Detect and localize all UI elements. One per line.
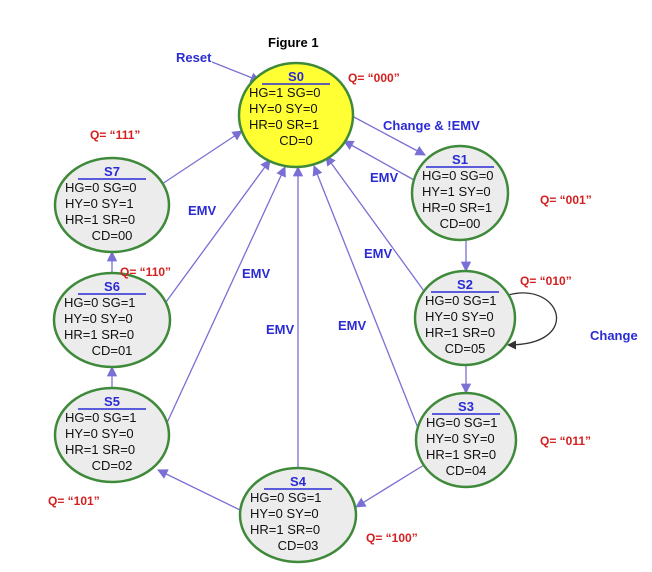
transition-s3-to-s0-label: EMV bbox=[338, 318, 367, 333]
state-s0-output-3: CD=0 bbox=[279, 133, 313, 148]
state-s7-circle bbox=[53, 156, 171, 254]
state-s6-output-3: CD=01 bbox=[92, 343, 133, 358]
transition-s0-to-s1 bbox=[351, 115, 426, 156]
state-s5-output-3: CD=02 bbox=[92, 458, 133, 473]
state-s6-output-0: HG=0 SG=1 bbox=[64, 295, 136, 310]
state-s2-name: S2 bbox=[457, 277, 473, 292]
transition-s2-to-s0-label: EMV bbox=[364, 246, 393, 261]
reset-arrow bbox=[211, 61, 261, 83]
state-s6-output-2: HR=1 SR=0 bbox=[64, 327, 134, 342]
transition-s1-to-s0-label: EMV bbox=[370, 170, 399, 185]
state-s1-output-1: HY=1 SY=0 bbox=[422, 184, 491, 199]
state-s0-output-2: HR=0 SR=1 bbox=[249, 117, 319, 132]
state-s6-q-label: Q= “110” bbox=[120, 265, 171, 279]
transition-s6-to-s0-label: EMV bbox=[188, 203, 217, 218]
state-s2-circle bbox=[413, 269, 517, 367]
state-s4-circle bbox=[238, 466, 358, 564]
state-s7-q-label: Q= “111” bbox=[90, 128, 140, 142]
state-s4-q-label: Q= “100” bbox=[366, 531, 418, 545]
transition-s3-to-s4 bbox=[355, 464, 425, 508]
state-s2-output-1: HY=0 SY=0 bbox=[425, 309, 494, 324]
state-s3-output-1: HY=0 SY=0 bbox=[426, 431, 495, 446]
transition-s1-to-s0 bbox=[343, 140, 415, 181]
state-s5-output-1: HY=0 SY=0 bbox=[65, 426, 134, 441]
transition-s5-to-s0 bbox=[165, 166, 286, 426]
state-s2-output-3: CD=05 bbox=[445, 341, 486, 356]
state-s3-circle bbox=[414, 391, 518, 489]
state-s3-output-3: CD=04 bbox=[446, 463, 487, 478]
state-s0-q-label: Q= “000” bbox=[348, 71, 400, 85]
transition-s2-to-s2-label: Change bbox=[590, 328, 638, 343]
state-s2-output-0: HG=0 SG=1 bbox=[425, 293, 497, 308]
state-s7-output-2: HR=1 SR=0 bbox=[65, 212, 135, 227]
transition-s2-to-s2 bbox=[504, 292, 558, 350]
transition-layer bbox=[106, 115, 558, 511]
state-s3-output-2: HR=1 SR=0 bbox=[426, 447, 496, 462]
state-s2-q-label: Q= “010” bbox=[520, 274, 572, 288]
state-s7-name: S7 bbox=[104, 164, 120, 179]
state-s5-output-2: HR=1 SR=0 bbox=[65, 442, 135, 457]
state-s6-output-1: HY=0 SY=0 bbox=[64, 311, 133, 326]
state-s0-circle bbox=[237, 61, 355, 169]
figure-title: Figure 1 bbox=[268, 35, 319, 50]
transition-s6-to-s0 bbox=[165, 159, 271, 303]
state-s5-output-0: HG=0 SG=1 bbox=[65, 410, 137, 425]
state-s2-output-2: HR=1 SR=0 bbox=[425, 325, 495, 340]
transition-s4-to-s5 bbox=[157, 469, 241, 511]
state-s5-q-label: Q= “101” bbox=[48, 494, 100, 508]
state-s0-output-1: HY=0 SY=0 bbox=[249, 101, 318, 116]
state-s4-name: S4 bbox=[290, 474, 307, 489]
state-s7-output-0: HG=0 SG=0 bbox=[65, 180, 137, 195]
state-s1-circle bbox=[410, 144, 510, 242]
state-s4-output-3: CD=03 bbox=[278, 538, 319, 553]
state-s0-name: S0 bbox=[288, 69, 304, 84]
state-s1-output-2: HR=0 SR=1 bbox=[422, 200, 492, 215]
state-s7-output-3: CD=00 bbox=[92, 228, 133, 243]
state-s3-name: S3 bbox=[458, 399, 474, 414]
reset-label: Reset bbox=[176, 50, 212, 65]
transition-label-layer: Change & !EMV EMV Change EMV EMV EMV EMV EMV bbox=[188, 118, 638, 343]
state-s4-output-1: HY=0 SY=0 bbox=[250, 506, 319, 521]
state-s7-output-1: HY=0 SY=1 bbox=[65, 196, 134, 211]
state-s3-output-0: HG=0 SG=1 bbox=[426, 415, 498, 430]
state-s3-q-label: Q= “011” bbox=[540, 434, 591, 448]
transition-s4-to-s0-label: EMV bbox=[266, 322, 295, 337]
transition-s3-to-s0 bbox=[312, 165, 419, 429]
state-s1-q-label: Q= “001” bbox=[540, 193, 592, 207]
state-s0-output-0: HG=1 SG=0 bbox=[249, 85, 321, 100]
state-s5-name: S5 bbox=[104, 394, 120, 409]
transition-s2-to-s0 bbox=[325, 155, 425, 292]
transition-s0-to-s1-label: Change & !EMV bbox=[383, 118, 480, 133]
state-s6-name: S6 bbox=[104, 279, 120, 294]
state-s1-name: S1 bbox=[452, 152, 468, 167]
transition-s7-to-s0 bbox=[161, 130, 243, 185]
state-s4-output-0: HG=0 SG=1 bbox=[250, 490, 322, 505]
state-s1-output-3: CD=00 bbox=[440, 216, 481, 231]
transition-s5-to-s0-label: EMV bbox=[242, 266, 271, 281]
state-s1-output-0: HG=0 SG=0 bbox=[422, 168, 494, 183]
state-s5-circle bbox=[53, 386, 171, 484]
state-s6-circle bbox=[52, 271, 172, 369]
state-s4-output-2: HR=1 SR=0 bbox=[250, 522, 320, 537]
